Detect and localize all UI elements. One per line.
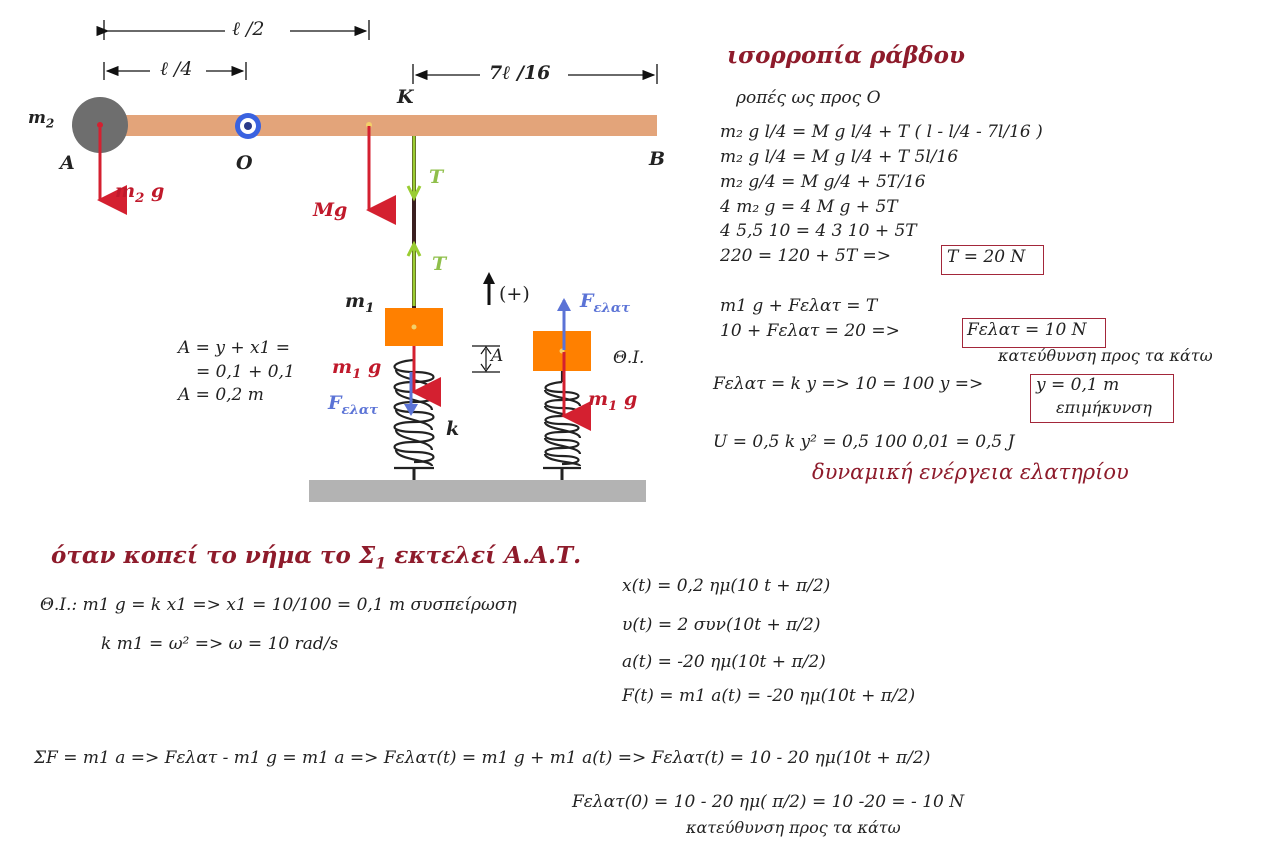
- acceleration-eq: a(t) = -20 ημ(10t + π/2): [622, 652, 826, 672]
- position-eq: x(t) = 0,2 ημ(10 t + π/2): [622, 576, 831, 596]
- spring-energy-note: δυναμική ενέργεια ελατηρίου: [812, 460, 1129, 484]
- amplitude-marker: [472, 345, 500, 373]
- torque-eq-4: 4 m₂ g = 4 M g + 5T: [720, 197, 898, 217]
- tension-top-label: T: [429, 166, 444, 188]
- extension-note: επιμήκυνση: [1056, 398, 1152, 417]
- felat-initial-eq: Fελατ(0) = 10 - 20 ημ( π/2) = 10 -20 = -…: [572, 792, 965, 812]
- torque-eq-5: 4 5,5 10 = 4 3 10 + 5T: [720, 221, 917, 241]
- spring-energy-eq: U = 0,5 k y² = 0,5 100 0,01 = 0,5 J: [713, 432, 1015, 452]
- net-force-eq: ΣF = m1 a => Fελατ - m1 g = m1 a => Fελα…: [34, 748, 931, 768]
- force-eq-1: m1 g + Fελατ = T: [720, 296, 878, 316]
- label-point-a: A: [60, 152, 75, 174]
- torque-eq-1: m₂ g l/4 = M g l/4 + T ( l - l/4 - 7l/16…: [720, 122, 1043, 142]
- torques-label: ροπές ως προς O: [736, 88, 881, 108]
- sphere-center-dot: [97, 122, 103, 128]
- amplitude-label: A: [491, 346, 504, 366]
- tension-result: T = 20 N: [947, 247, 1026, 267]
- extension-result: y = 0,1 m: [1036, 375, 1120, 395]
- felat-right-label: Fελατ: [580, 290, 631, 316]
- shm-title: όταν κοπεί το νήμα το Σ1 εκτελεί Α.Α.Τ.: [51, 542, 582, 573]
- force-m1g-left-label: m1 g: [332, 356, 382, 382]
- amplitude-eq-2: = 0,1 + 0,1: [196, 362, 295, 382]
- torque-eq-2: m₂ g l/4 = M g l/4 + T 5l/16: [720, 147, 959, 167]
- force-m1g-right-label: m1 g: [588, 388, 638, 414]
- omega-eq: k m1 = ω² => ω = 10 rad/s: [101, 634, 339, 654]
- label-m1: m1: [345, 290, 375, 316]
- label-point-k: K: [397, 86, 414, 108]
- equilibrium-position-eq: Θ.Ι.: m1 g = k x1 => x1 = 10/100 = 0,1 m…: [40, 595, 517, 615]
- force-time-eq: F(t) = m1 a(t) = -20 ημ(10t + π/2): [622, 686, 916, 706]
- dimension-half-length: [96, 20, 370, 40]
- felat-left-label: Fελατ: [328, 392, 379, 418]
- extension-result-box: [1030, 374, 1174, 423]
- felat-result-box: [962, 318, 1106, 348]
- equilibrium-label: Θ.Ι.: [613, 348, 645, 368]
- force-mg-label: Mg: [313, 199, 348, 221]
- tension-bottom-label: T: [432, 253, 447, 275]
- dim-half-label: ℓ /2: [232, 18, 265, 40]
- felat-direction-note: κατεύθυνση προς τα κάτω: [998, 346, 1213, 365]
- spring-k-label: k: [446, 418, 460, 440]
- force-eq-2: 10 + Fελατ = 20 =>: [720, 321, 900, 341]
- velocity-eq: υ(t) = 2 συν(10t + π/2): [622, 615, 821, 635]
- torque-eq-6: 220 = 120 + 5T =>: [720, 246, 892, 266]
- torque-eq-3: m₂ g/4 = M g/4 + 5T/16: [720, 172, 926, 192]
- positive-direction-label: (+): [499, 283, 530, 305]
- force-m2g-label: m2 g: [115, 180, 165, 206]
- felat-result: Fελατ = 10 N: [967, 320, 1087, 340]
- label-m2: m2: [28, 108, 55, 131]
- spring-right: [543, 371, 582, 482]
- dim-quarter-label: ℓ /4: [160, 58, 193, 80]
- rod: [104, 115, 657, 136]
- dimension-seven-sixteenths: [412, 64, 658, 84]
- label-point-b: B: [649, 148, 666, 170]
- rod-equilibrium-title: ισορροπία ράβδου: [727, 42, 965, 69]
- hooke-eq: Fελατ = k y => 10 = 100 y =>: [713, 374, 984, 394]
- tension-result-box: [941, 245, 1044, 275]
- felat-initial-note: κατεύθυνση προς τα κάτω: [686, 818, 901, 837]
- ground: [309, 480, 646, 502]
- label-point-o: O: [236, 152, 253, 174]
- dim-seven-label: 7ℓ /16: [489, 62, 551, 84]
- amplitude-eq-3: A = 0,2 m: [178, 385, 264, 405]
- amplitude-eq-1: A = y + x1 =: [178, 338, 291, 358]
- dimension-quarter-length: [103, 62, 247, 80]
